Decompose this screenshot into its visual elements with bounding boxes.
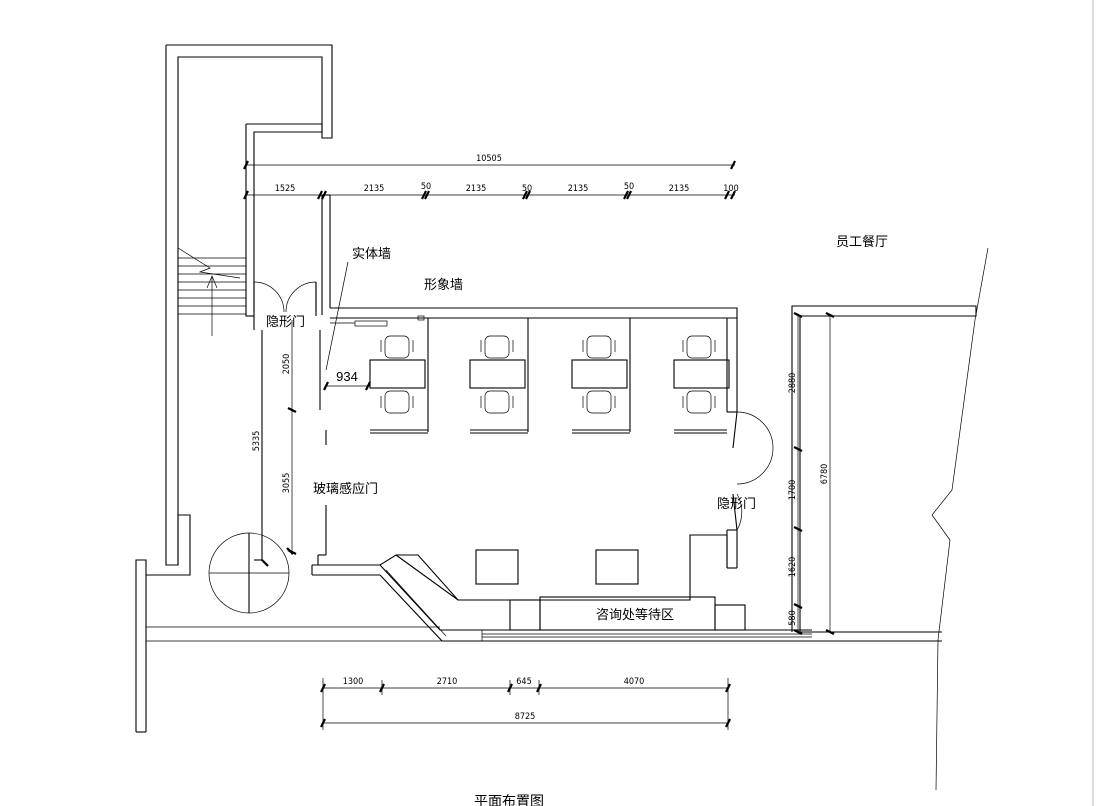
dim-top-seg-6: 2135 xyxy=(568,184,589,194)
dim-bottom-seg-3: 645 xyxy=(516,677,531,687)
dim-bottom-seg-1: 1300 xyxy=(343,677,364,687)
label-hidden-door-left: 隐形门 xyxy=(266,315,305,330)
dim-bottom-total: 8725 xyxy=(515,712,536,722)
dim-right-seg-4: 580 xyxy=(788,610,798,625)
label-consult-waiting: 咨询处等待区 xyxy=(596,607,674,623)
dim-right-seg-3: 1620 xyxy=(788,557,798,578)
dim-top-seg-4: 2135 xyxy=(466,184,487,194)
dimension-texts: 10505 1525 2135 50 2135 50 2135 50 2135 … xyxy=(252,154,830,722)
dim-desk-width: 934 xyxy=(336,369,358,384)
dim-top-seg-8: 2135 xyxy=(669,184,690,194)
plan-title: 平面布置图 xyxy=(474,794,544,806)
dim-left-upper: 2050 xyxy=(282,354,292,375)
dim-left-total: 5335 xyxy=(252,431,262,452)
room-labels: 实体墙 形象墙 员工餐厅 隐形门 隐形门 玻璃感应门 咨询处等待区 平面布置图 xyxy=(266,234,888,806)
label-hidden-door-right: 隐形门 xyxy=(717,497,756,512)
dim-top-total: 10505 xyxy=(476,154,502,164)
label-staff-canteen: 员工餐厅 xyxy=(836,234,888,250)
dim-right-seg-1: 2880 xyxy=(788,373,798,394)
label-image-wall: 形象墙 xyxy=(424,278,463,293)
dim-top-seg-5: 50 xyxy=(522,184,532,194)
dimension-lines xyxy=(243,160,835,730)
dim-top-seg-1: 1525 xyxy=(275,184,296,194)
dim-left-lower: 3055 xyxy=(282,473,292,494)
dim-right-seg-2: 1700 xyxy=(788,480,798,501)
workstations xyxy=(330,315,730,585)
dim-bottom-seg-2: 2710 xyxy=(437,677,458,687)
dim-bottom-seg-4: 4070 xyxy=(624,677,645,687)
dim-top-seg-2: 2135 xyxy=(364,184,385,194)
stair xyxy=(177,247,246,336)
doors xyxy=(208,281,774,614)
label-glass-door: 玻璃感应门 xyxy=(313,481,378,497)
walls xyxy=(135,44,989,791)
label-solid-wall: 实体墙 xyxy=(352,247,391,262)
dim-top-seg-7: 50 xyxy=(624,182,634,192)
dim-right-total: 6780 xyxy=(820,464,830,485)
dim-top-seg-9: 100 xyxy=(723,184,738,194)
dim-top-seg-3: 50 xyxy=(421,182,431,192)
